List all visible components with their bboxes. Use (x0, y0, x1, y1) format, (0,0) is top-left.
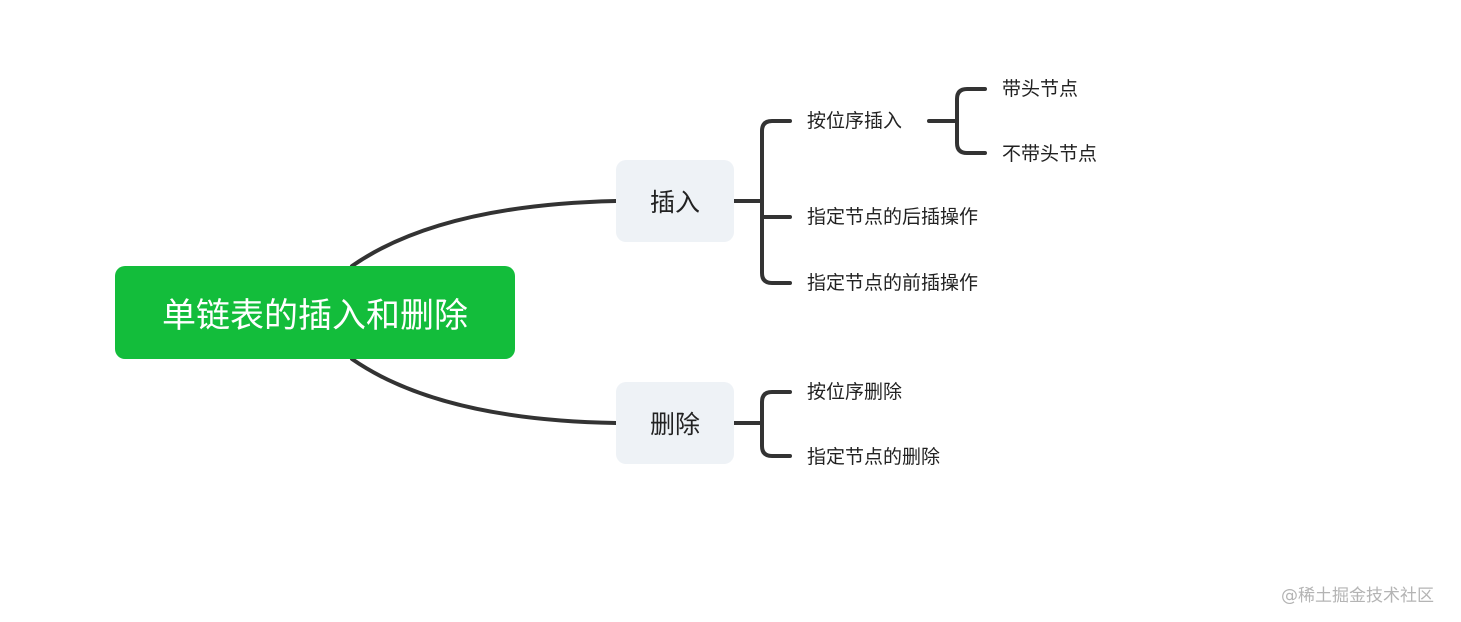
connector-root-insert (350, 199, 618, 268)
connector-insert-bracket (732, 119, 792, 285)
topic-delete-specified-node[interactable]: 指定节点的删除 (807, 446, 941, 468)
topic-insert-by-position[interactable]: 按位序插入 (807, 110, 903, 132)
connector-root-delete (350, 357, 618, 425)
branch-insert[interactable]: 插入 (616, 160, 734, 242)
watermark: @稀土掘金技术社区 (1281, 586, 1434, 606)
topic-insert-before-node[interactable]: 指定节点的前插操作 (807, 272, 979, 294)
connector-insert-by-position-bracket (927, 87, 987, 155)
connector-delete-bracket (732, 390, 792, 458)
topic-insert-after-node[interactable]: 指定节点的后插操作 (807, 206, 979, 228)
topic-with-head-node[interactable]: 带头节点 (1002, 78, 1079, 100)
topic-delete-by-position[interactable]: 按位序删除 (807, 381, 903, 403)
topic-without-head-node[interactable]: 不带头节点 (1002, 143, 1098, 165)
root-topic[interactable]: 单链表的插入和删除 (115, 266, 515, 359)
branch-delete[interactable]: 删除 (616, 382, 734, 464)
